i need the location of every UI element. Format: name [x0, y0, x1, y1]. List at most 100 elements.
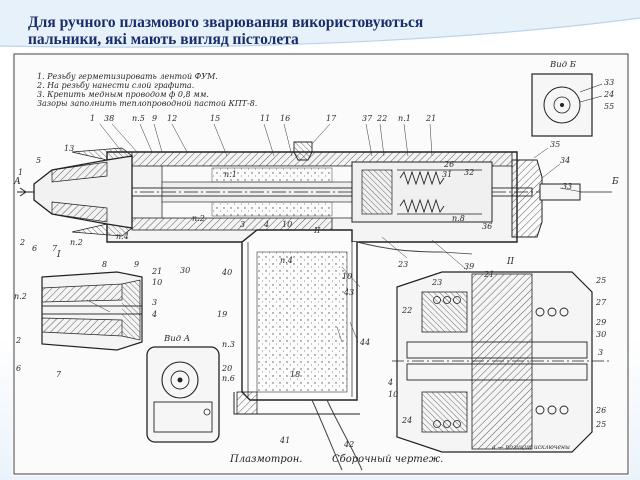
callout-41: 41 [280, 436, 291, 445]
callout-d2-3: 3 [598, 348, 604, 357]
callout-d1-10: 10 [152, 278, 163, 287]
callout-5: 5 [36, 156, 42, 165]
callout-d2-25: 25 [596, 276, 607, 285]
callout-22: 22 [377, 114, 388, 123]
callout-inner-p1: п.1 [224, 170, 237, 179]
callout-viewb-33: 33 [604, 78, 615, 87]
callout-12: 12 [167, 114, 178, 123]
callout-inner-4: 4 [264, 220, 270, 229]
drawing-note-4: Зазоры заполнить теплопроводной пастой К… [37, 99, 258, 108]
drawing-frame [13, 53, 629, 475]
callout-37: 37 [362, 114, 373, 123]
section-two-label: II [507, 257, 515, 267]
callout-19: 19 [217, 310, 228, 319]
callout-p4: п.4 [280, 256, 293, 265]
drawing-canvas [13, 53, 629, 475]
callout-34: 34 [560, 156, 571, 165]
view-b-label: Вид Б [550, 60, 577, 70]
callout-p5: п.5 [132, 114, 145, 123]
callout-inner-31: 31 [442, 170, 453, 179]
callout-d2-21: 21 [484, 270, 495, 279]
torch-handle [233, 241, 473, 471]
callout-inner-32: 32 [464, 168, 475, 177]
callout-p2: п.2 [70, 238, 83, 247]
callout-p-handle: 18 [290, 370, 301, 379]
callout-7: 7 [52, 244, 58, 253]
callout-d1-4: 4 [152, 310, 158, 319]
callout-inner-p8: п.8 [452, 214, 465, 223]
callout-d2-30: 30 [596, 330, 607, 339]
callout-d2-27: 27 [596, 298, 607, 307]
callout-d1-3: 3 [152, 298, 158, 307]
footnote: а — позиции исключены [492, 444, 570, 451]
callout-p3: п.3 [222, 340, 235, 349]
callout-d2-4: 4 [388, 378, 394, 387]
callout-35: 35 [550, 140, 561, 149]
callout-d1-21: 21 [152, 267, 163, 276]
callout-p6: п.6 [222, 374, 235, 383]
callout-42: 42 [344, 440, 355, 449]
detail-two [392, 271, 612, 453]
detail-one [41, 271, 143, 351]
callout-30: 30 [180, 266, 191, 275]
stamp-name: Плазмотрон. [230, 454, 303, 465]
callout-17: 17 [326, 114, 337, 123]
callout-16: 16 [280, 114, 291, 123]
stamp-type: Сборочный чертеж. [332, 454, 444, 465]
callout-inner-II: II [314, 226, 321, 235]
callout-43: 43 [344, 288, 355, 297]
callout-d1-p2: п.2 [14, 292, 27, 301]
callout-d1-9: 9 [134, 260, 140, 269]
callout-d2-29: 29 [596, 318, 607, 327]
slide-title-line2: пальники, які мають вигляд пістолета [28, 31, 299, 48]
view-b [531, 73, 603, 137]
section-one-label: I [57, 250, 61, 260]
callout-inner-3: 3 [240, 220, 246, 229]
callout-inner-p2: п.2 [192, 214, 205, 223]
callout-11: 11 [260, 114, 271, 123]
callout-44: 44 [360, 338, 371, 347]
callout-inner-10: 10 [282, 220, 293, 229]
callout-20: 20 [222, 364, 233, 373]
callout-d1-6: 6 [16, 364, 22, 373]
slide-title-line1: Для ручного плазмового зварювання викори… [28, 14, 424, 31]
callout-inner-p4: п.4 [116, 232, 129, 241]
callout-33: 33 [562, 182, 573, 191]
view-a [146, 346, 220, 443]
callout-inner-26: 26 [444, 160, 455, 169]
arrow-b-label: Б [612, 177, 619, 187]
callout-40: 40 [222, 268, 233, 277]
callout-d2-23: 23 [432, 278, 443, 287]
torch-body [52, 141, 612, 243]
callout-d2-22: 22 [402, 306, 413, 315]
callout-d2-24: 24 [402, 416, 413, 425]
callout-d1-7: 7 [56, 370, 62, 379]
callout-10: 10 [342, 272, 353, 281]
callout-39: 39 [464, 262, 475, 271]
torch-nozzle [17, 147, 133, 237]
callout-d2-25b: 25 [596, 420, 607, 429]
callout-d1-8: 8 [102, 260, 108, 269]
callout-1: 1 [90, 114, 96, 123]
callout-23: 23 [398, 260, 409, 269]
callout-2: 2 [20, 238, 26, 247]
view-a-label: Вид А [164, 334, 191, 344]
drawing-note-3: 3. Крепить медным проводом ф 0,8 мм. [37, 90, 209, 99]
callout-d2-10: 10 [388, 390, 399, 399]
callout-36: 36 [482, 222, 493, 231]
callout-38: 38 [104, 114, 115, 123]
callout-viewb-24: 24 [604, 90, 615, 99]
assembly-drawing: 1. Резьбу герметизировать лентой ФУМ. 2.… [12, 52, 630, 476]
arrow-a-label: А [14, 177, 21, 187]
leader-lines [86, 123, 583, 343]
callout-p1: п.1 [398, 114, 411, 123]
callout-9: 9 [152, 114, 158, 123]
callout-d1-2: 2 [16, 336, 22, 345]
callout-6: 6 [32, 244, 38, 253]
drawing-note-1: 1. Резьбу герметизировать лентой ФУМ. [37, 72, 218, 81]
slide-title: Для ручного плазмового зварювання викори… [28, 14, 618, 48]
callout-13: 13 [64, 144, 75, 153]
title-swoosh [0, 0, 640, 48]
callout-inner-1: 1 [18, 168, 24, 177]
callout-21: 21 [426, 114, 437, 123]
